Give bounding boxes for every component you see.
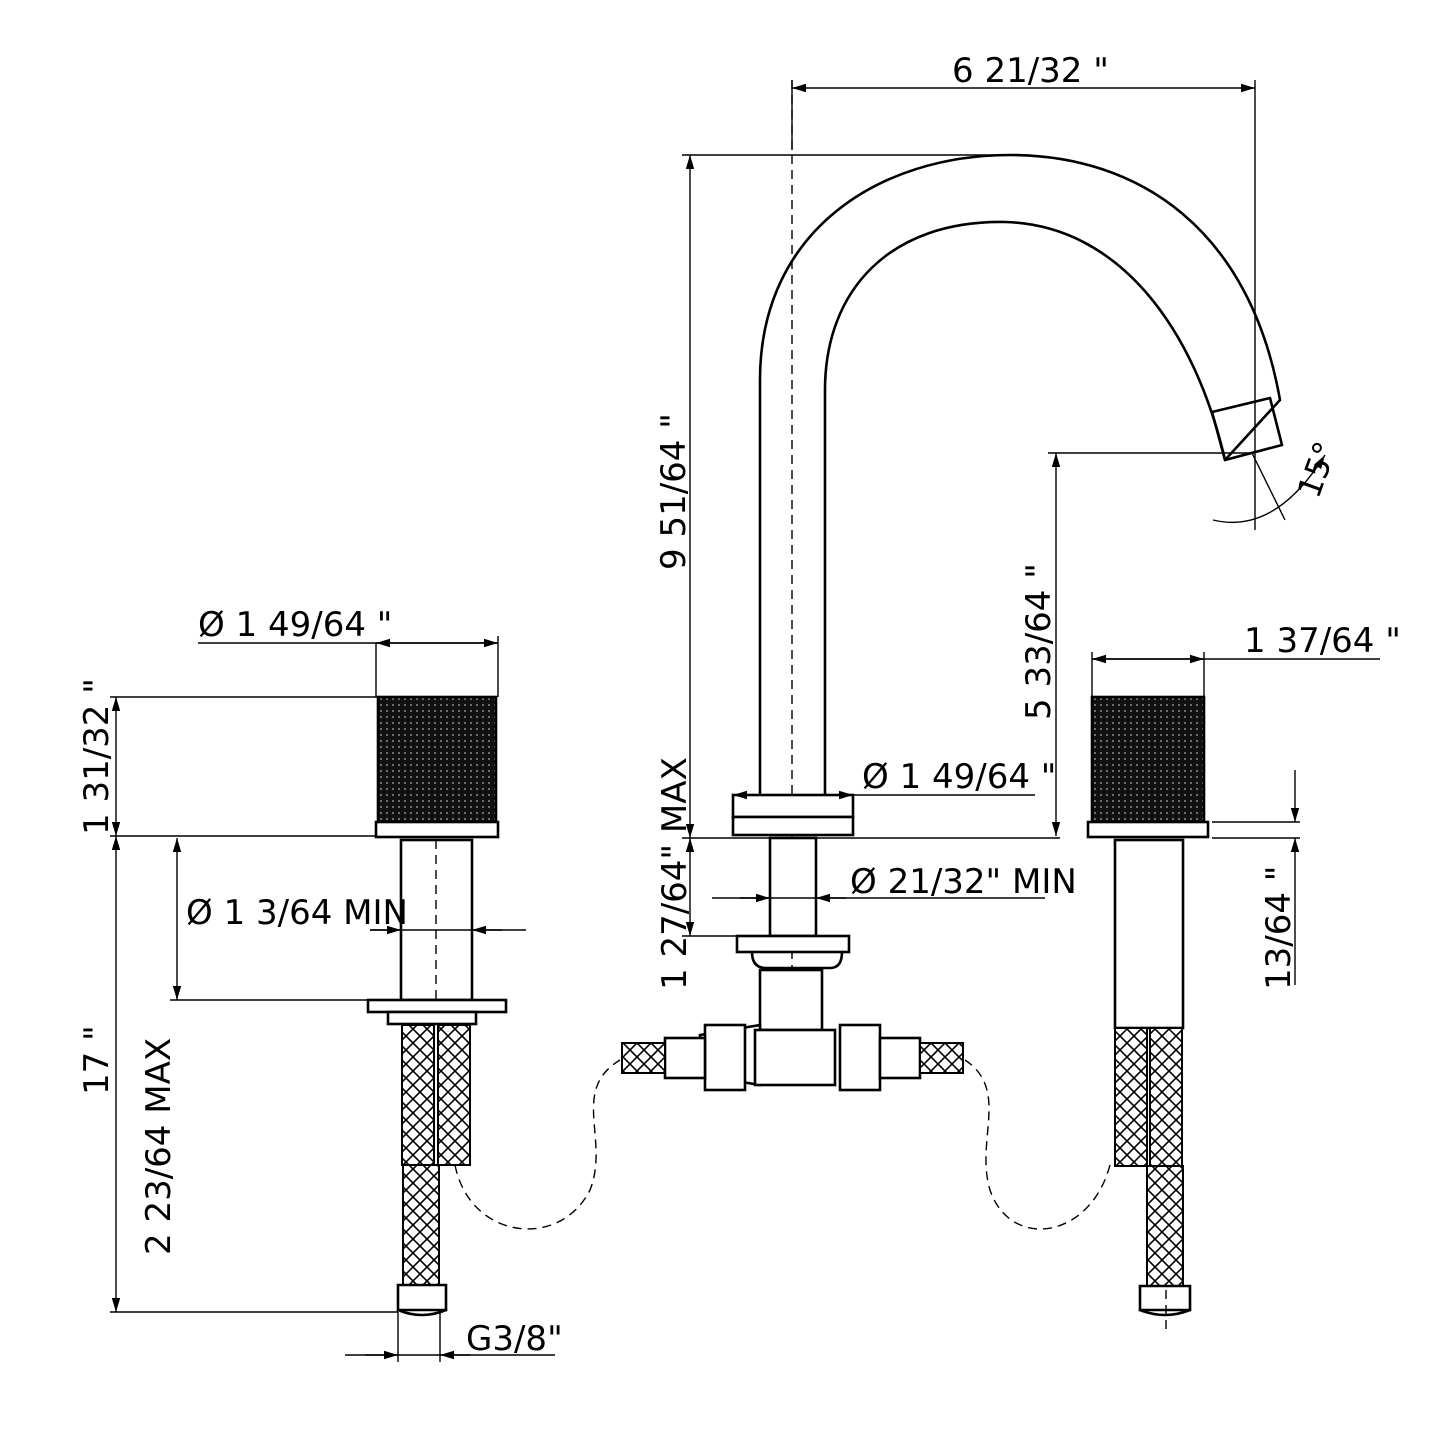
spout-shank — [768, 836, 818, 938]
label-right-small-offset: 13/64 " — [1259, 866, 1299, 990]
spout-assembly — [621, 80, 1284, 1092]
label-spout-deck-max: 1 27/64" MAX — [655, 757, 695, 990]
label-spout-height: 9 51/64 " — [654, 413, 694, 570]
label-right-handle-diameter: 1 37/64 " — [1244, 621, 1401, 661]
label-spout-reach: 6 21/32 " — [952, 51, 1109, 91]
label-deck-thickness-max: 2 23/64 MAX — [139, 1038, 179, 1255]
label-outlet-height: 5 33/64 " — [1019, 563, 1059, 720]
left-hose-upper-a — [401, 1024, 435, 1166]
label-left-overall-length: 17 " — [77, 1025, 117, 1095]
left-hose-nut — [396, 1283, 448, 1312]
left-handle-base-ring — [374, 820, 500, 839]
right-handle-shank — [1113, 838, 1185, 1030]
spout-body — [758, 153, 1282, 797]
label-left-hole-min: Ø 1 3/64 MIN — [186, 893, 408, 933]
tee-right-fitting — [878, 1036, 922, 1080]
tee-connector — [758, 968, 824, 1032]
dimension-lines — [110, 80, 1380, 1362]
tee-center — [753, 1028, 837, 1087]
right-hose-upper-a — [1114, 1027, 1148, 1167]
left-handle-knob — [376, 695, 498, 824]
spout-aerator — [1210, 396, 1284, 462]
label-connection-thread: G3/8" — [466, 1319, 563, 1359]
right-handle-knob — [1090, 695, 1206, 824]
right-handle-assembly — [964, 695, 1210, 1317]
label-spout-hole-min: Ø 21/32" MIN — [850, 862, 1077, 902]
left-hose-upper-b — [437, 1024, 471, 1166]
tee-right-nut — [838, 1023, 882, 1092]
label-left-handle-diameter: Ø 1 49/64 " — [198, 605, 392, 645]
spout-base-flange — [731, 793, 855, 819]
label-spout-angle: 15° — [1290, 436, 1345, 502]
spout-base-ring — [731, 815, 855, 837]
spout-nut — [735, 934, 851, 954]
left-handle-washer — [386, 1010, 478, 1026]
tee-left-fitting — [663, 1036, 707, 1080]
tee-left-nut — [703, 1023, 747, 1092]
right-handle-base-ring — [1086, 820, 1210, 839]
left-hose-lower — [402, 1164, 440, 1286]
right-hose-lower — [1146, 1165, 1184, 1287]
left-hose-loop — [454, 1059, 621, 1230]
label-left-handle-height: 1 31/32 " — [77, 678, 117, 835]
dimension-labels: 6 21/32 " 9 51/64 " 5 33/64 " 15° Ø 1 49… — [77, 51, 1401, 1359]
right-hose-nut — [1138, 1284, 1192, 1312]
left-handle-assembly — [366, 695, 621, 1317]
right-hose-upper-b — [1149, 1027, 1183, 1167]
label-spout-base-diameter: Ø 1 49/64 " — [862, 757, 1056, 797]
tee-left-hose-stub — [621, 1042, 666, 1074]
tee-right-hose-stub — [919, 1042, 964, 1074]
right-hose-loop — [964, 1059, 1111, 1230]
left-handle-nut-plate — [366, 998, 508, 1014]
